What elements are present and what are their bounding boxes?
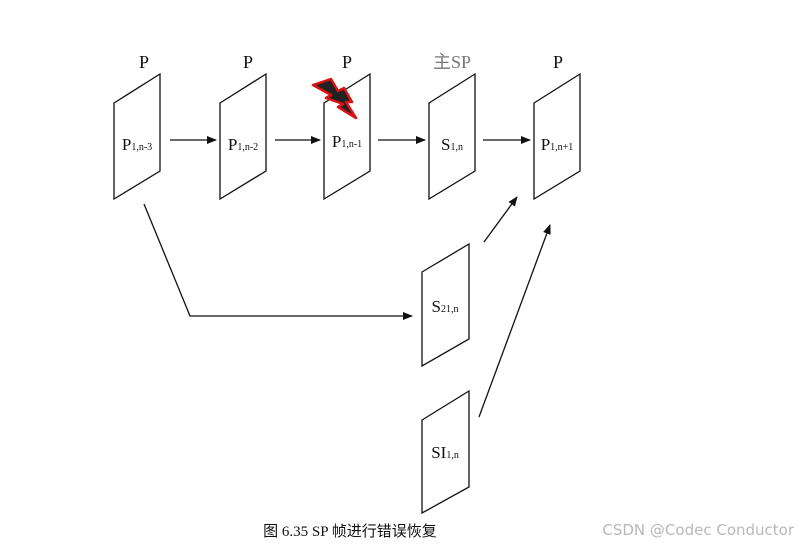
frame-label-p1-n1b: P1,n+1	[541, 135, 574, 154]
frame-type-label-p1-n1: P	[342, 52, 352, 72]
lightning-bolt-icon	[311, 77, 358, 120]
frame-label-p1-n1: P1,n-1	[332, 132, 362, 151]
frame-label-p1-n2: P1,n-2	[228, 135, 258, 154]
arrow-p1-n3-to-s21-n	[143, 203, 413, 320]
frame-label-s1-n: S1,n	[441, 135, 463, 154]
frame-type-label-s1-n: 主SP	[433, 52, 471, 72]
frame-p1-n3	[113, 72, 161, 201]
arrow-s21-n-to-p1-n1b	[483, 196, 518, 243]
watermark: CSDN @Codec Conductor	[602, 521, 794, 539]
frame-s1-n	[428, 72, 476, 201]
frame-label-si1-n: SI1,n	[431, 443, 459, 462]
frame-label-s21-n: S21,n	[432, 297, 459, 316]
arrow-si1-n-to-p1-n1b	[478, 224, 551, 418]
frame-label-p1-n3: P1,n-3	[122, 135, 152, 154]
frame-si1-n	[421, 389, 470, 515]
frame-p1-n1	[323, 72, 371, 201]
frame-p1-n2	[219, 72, 267, 201]
frame-type-label-p1-n3: P	[139, 52, 149, 72]
frame-type-label-p1-n1b: P	[553, 52, 563, 72]
frame-type-label-p1-n2: P	[243, 52, 253, 72]
frame-p1-n1b	[533, 72, 581, 201]
figure-caption: 图 6.35 SP 帧进行错误恢复	[263, 524, 437, 540]
frame-s21-n	[421, 242, 470, 368]
